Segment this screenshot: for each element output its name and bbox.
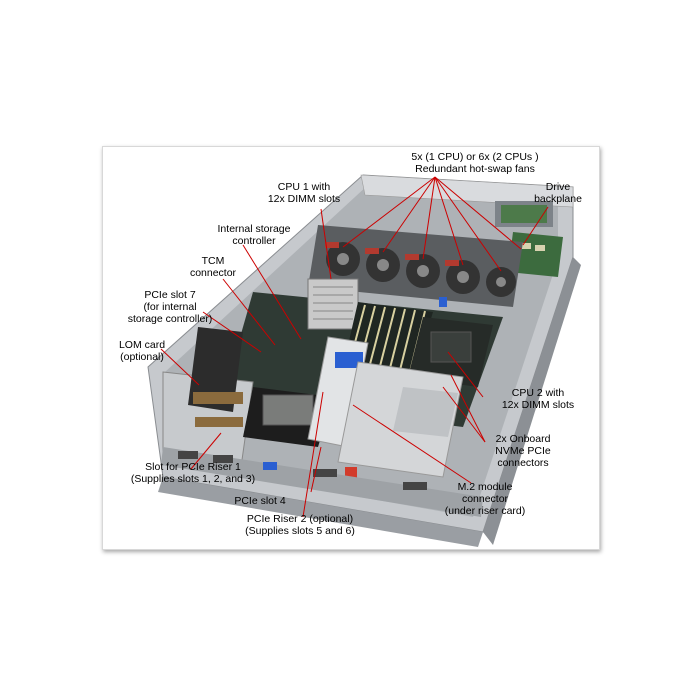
fan-row: [308, 225, 523, 307]
label-riser1: Slot for PCIe Riser 1 (Supplies slots 1,…: [130, 461, 256, 485]
server-illustration: [147, 174, 581, 547]
cpu1-heatsink: [307, 278, 359, 330]
label-riser2: PCIe Riser 2 (optional) (Supplies slots …: [245, 513, 355, 537]
label-pcie-slot4: PCIe slot 4: [234, 495, 286, 507]
cpu2-area: [408, 317, 493, 387]
rear-io: [161, 447, 483, 517]
power-supply-area: [337, 361, 464, 485]
label-m2: M.2 module connector (under riser card): [444, 481, 526, 517]
riser1-cage: [162, 327, 254, 468]
label-drive-backplane: Drive backplane: [534, 181, 582, 205]
label-lom-card: LOM card (optional): [118, 339, 166, 363]
label-tcm-connector: TCM connector: [189, 255, 237, 279]
diagram-frame: 5x (1 CPU) or 6x (2 CPUs ) Redundant hot…: [102, 146, 600, 550]
label-internal-storage-controller: Internal storage controller: [217, 223, 291, 247]
riser2-area: [243, 336, 369, 448]
label-cpu2: CPU 2 with 12x DIMM slots: [501, 387, 575, 411]
label-fans: 5x (1 CPU) or 6x (2 CPUs ) Redundant hot…: [411, 151, 539, 175]
leader-lines: [160, 176, 549, 518]
label-pcie-slot7: PCIe slot 7 (for internal storage contro…: [127, 289, 213, 325]
label-nvme: 2x Onboard NVMe PCIe connectors: [495, 433, 551, 469]
label-cpu1: CPU 1 with 12x DIMM slots: [267, 181, 341, 205]
